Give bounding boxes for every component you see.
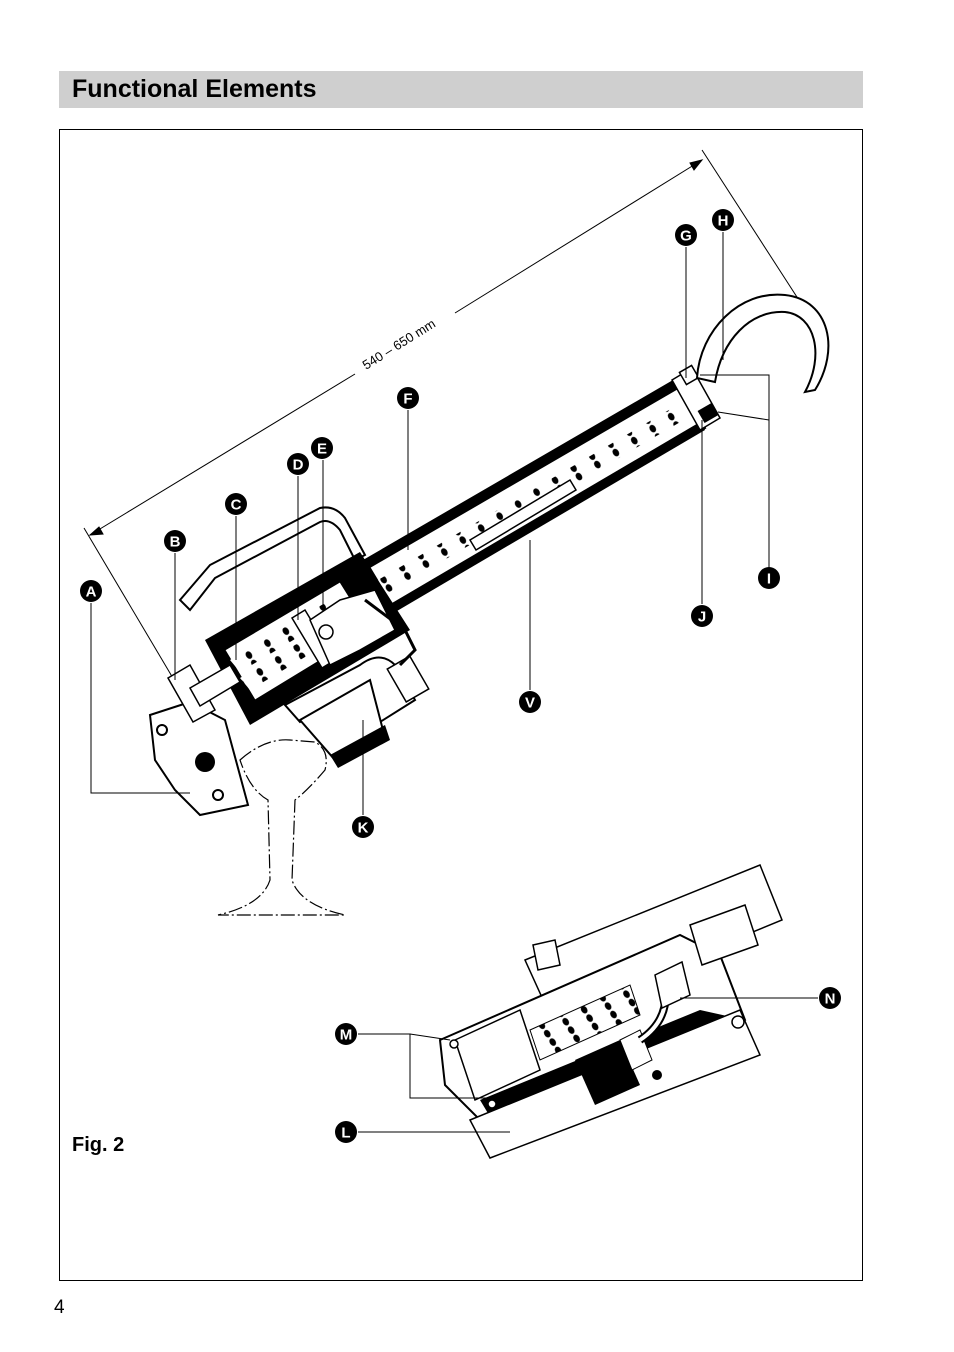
callout-d: D <box>287 453 309 475</box>
callout-e: E <box>311 437 333 459</box>
svg-text:D: D <box>293 457 304 474</box>
dimension-line <box>83 149 816 691</box>
svg-text:K: K <box>358 820 369 837</box>
end-cap <box>670 364 722 432</box>
figure-frame <box>59 129 863 1281</box>
rail-profile <box>217 739 346 916</box>
callout-k: K <box>352 816 374 838</box>
callout-a: A <box>80 580 102 602</box>
tensioner-tube <box>363 378 707 612</box>
svg-text:A: A <box>86 584 97 601</box>
callout-j: J <box>691 605 713 627</box>
section-title: Functional Elements <box>72 75 317 103</box>
svg-text:J: J <box>698 609 706 626</box>
svg-text:G: G <box>680 228 692 245</box>
callout-f: F <box>397 387 419 409</box>
page-number: 4 <box>54 1297 65 1318</box>
clamp-body <box>283 598 430 768</box>
svg-text:L: L <box>341 1125 350 1142</box>
callout-h: H <box>712 209 734 231</box>
svg-text:B: B <box>170 534 181 551</box>
svg-text:I: I <box>767 571 771 588</box>
dimension-label: 540 – 650 mm <box>360 316 438 373</box>
callout-v: V <box>519 691 541 713</box>
callout-i: I <box>758 567 780 589</box>
detail-drawing <box>438 864 783 1159</box>
svg-text:H: H <box>718 213 729 230</box>
svg-text:F: F <box>403 391 412 408</box>
callout-c: C <box>225 493 247 515</box>
callout-l: L <box>335 1121 357 1143</box>
hook <box>695 293 830 394</box>
svg-text:N: N <box>825 991 836 1008</box>
svg-text:E: E <box>317 441 327 458</box>
callout-g: G <box>675 224 697 246</box>
cylinder-body <box>205 552 410 725</box>
svg-text:M: M <box>340 1027 353 1044</box>
leader-lines <box>90 232 818 1133</box>
svg-text:C: C <box>231 497 242 514</box>
figure-caption: Fig. 2 <box>72 1134 125 1156</box>
callout-b: B <box>164 530 186 552</box>
section-header: Functional Elements <box>59 71 863 108</box>
rail-clamp <box>148 663 250 817</box>
callout-m: M <box>335 1023 357 1045</box>
callout-n: N <box>819 987 841 1009</box>
svg-text:V: V <box>525 695 535 712</box>
